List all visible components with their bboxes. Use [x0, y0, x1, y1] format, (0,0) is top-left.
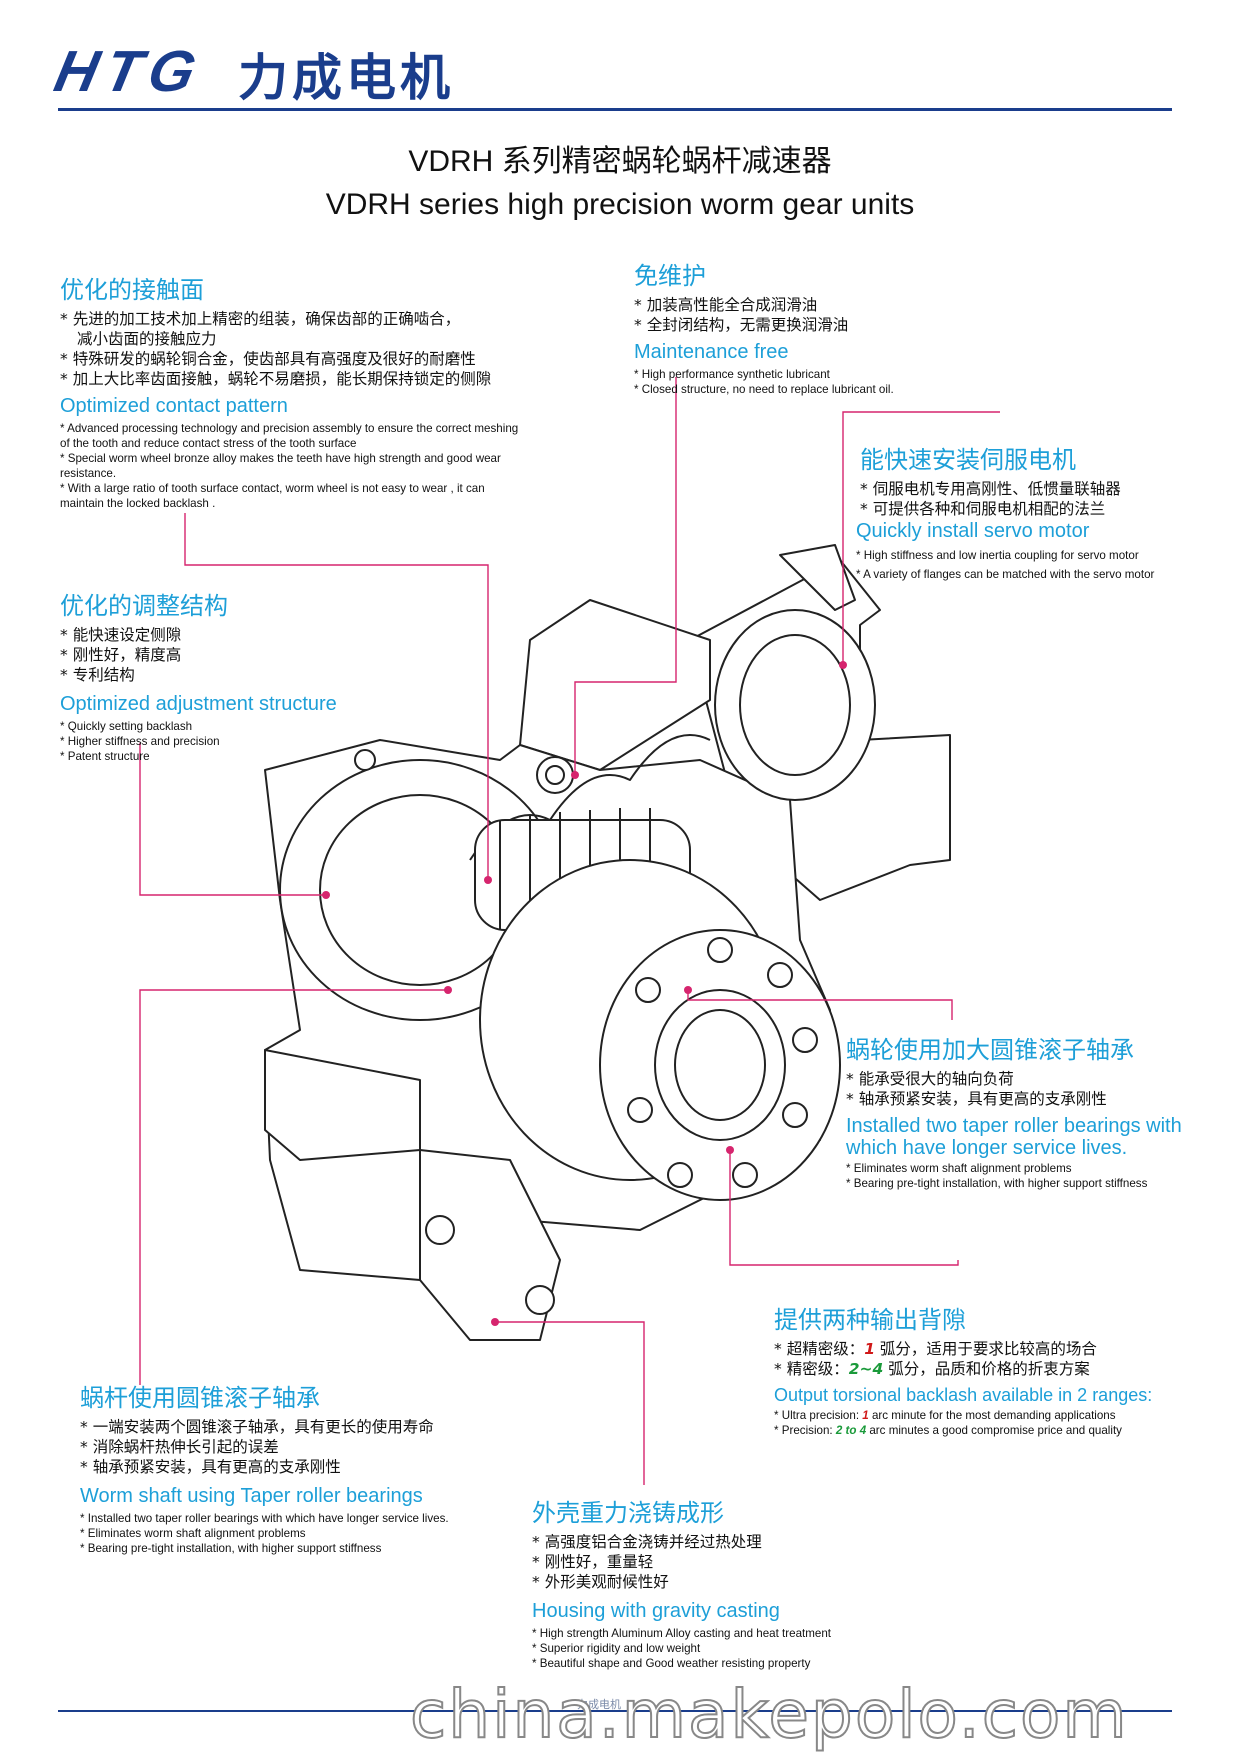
housing-en-list: High strength Aluminum Alloy casting and…	[532, 1626, 892, 1671]
list-item: 外形美观耐候性好	[532, 1572, 892, 1592]
servo-block: 能快速安装伺服电机 伺服电机专用高刚性、低惯量联轴器 可提供各种和伺服电机相配的…	[860, 440, 1190, 519]
list-item: Special worm wheel bronze alloy makes th…	[60, 451, 530, 481]
list-item: 轴承预紧安装，具有更高的支承刚性	[846, 1089, 1186, 1109]
maintenance-block: 免维护 加装高性能全合成润滑油 全封闭结构，无需更换润滑油 Maintenanc…	[634, 256, 954, 397]
list-item: Closed structure, no need to replace lub…	[634, 382, 954, 397]
worm-title-en: Worm shaft using Taper roller bearings	[80, 1485, 423, 1507]
backlash-block: 提供两种输出背隙 * 超精密级：1 弧分，适用于要求比较高的场合 * 精密级：2…	[774, 1300, 1194, 1438]
list-item: A variety of flanges can be matched with…	[856, 565, 1196, 584]
footer-rule	[58, 1710, 1172, 1712]
list-item: 全封闭结构，无需更换润滑油	[634, 315, 954, 335]
servo-en-list: High stiffness and low inertia coupling …	[856, 546, 1196, 584]
list-item: 消除蜗杆热伸长引起的误差	[80, 1437, 520, 1457]
list-item: Patent structure	[60, 749, 380, 764]
wheel-bearing-block: 蜗轮使用加大圆锥滚子轴承 能承受很大的轴向负荷 轴承预紧安装，具有更高的支承刚性…	[846, 1030, 1186, 1191]
list-item: Bearing pre-tight installation, with hig…	[80, 1541, 520, 1556]
header-rule	[58, 108, 1172, 111]
leader-dots	[322, 661, 847, 1326]
adjust-title-en: Optimized adjustment structure	[60, 693, 337, 715]
list-item: High stiffness and low inertia coupling …	[856, 546, 1196, 565]
maint-title-cn: 免维护	[634, 262, 706, 290]
wheel-title-en: Installed two taper roller bearings with…	[846, 1115, 1182, 1159]
footer-logo: 力成电机	[577, 1698, 621, 1711]
list-item: 加上大比率齿面接触，蜗轮不易磨损，能长期保持锁定的侧隙	[60, 369, 540, 389]
list-item: 专利结构	[60, 665, 380, 685]
list-item: Superior rigidity and low weight	[532, 1641, 892, 1656]
housing-title-en: Housing with gravity casting	[532, 1600, 780, 1622]
watermark: china.makepolo.com	[409, 1675, 1129, 1754]
page-title-en: VDRH series high precision worm gear uni…	[325, 188, 915, 221]
list-item: Quickly setting backlash	[60, 719, 380, 734]
contact-en-list: Advanced processing technology and preci…	[60, 421, 530, 511]
contact-cn-list: 先进的加工技术加上精密的组装，确保齿部的正确啮合，减小齿面的接触应力 特殊研发的…	[60, 309, 540, 389]
maint-en-list: High performance synthetic lubricant Clo…	[634, 367, 954, 397]
wheel-en-list: Eliminates worm shaft alignment problems…	[846, 1161, 1186, 1191]
list-item: 一端安装两个圆锥滚子轴承，具有更长的使用寿命	[80, 1417, 520, 1437]
wheel-cn-list: 能承受很大的轴向负荷 轴承预紧安装，具有更高的支承刚性	[846, 1069, 1186, 1109]
contact-title-en: Optimized contact pattern	[60, 395, 288, 417]
adjust-title-cn: 优化的调整结构	[60, 592, 228, 620]
list-item: High performance synthetic lubricant	[634, 367, 954, 382]
page-title-cn: VDRH 系列精密蜗轮蜗杆减速器	[408, 145, 832, 178]
list-item: Installed two taper roller bearings with…	[80, 1511, 520, 1526]
list-item: 能快速设定侧隙	[60, 625, 380, 645]
maint-cn-list: 加装高性能全合成润滑油 全封闭结构，无需更换润滑油	[634, 295, 954, 335]
servo-title-en: Quickly install servo motor	[856, 520, 1090, 542]
worm-bearing-block: 蜗杆使用圆锥滚子轴承 一端安装两个圆锥滚子轴承，具有更长的使用寿命 消除蜗杆热伸…	[80, 1378, 520, 1556]
list-item: Eliminates worm shaft alignment problems	[846, 1161, 1186, 1176]
housing-top-shape	[519, 599, 711, 771]
contact-title-cn: 优化的接触面	[60, 276, 204, 304]
list-item: Bearing pre-tight installation, with hig…	[846, 1176, 1186, 1191]
wheel-title-cn: 蜗轮使用加大圆锥滚子轴承	[846, 1036, 1134, 1064]
list-item: High strength Aluminum Alloy casting and…	[532, 1626, 892, 1641]
list-item: 伺服电机专用高刚性、低惯量联轴器	[860, 479, 1190, 499]
backlash-en-2: * Precision: 2 to 4 arc minutes a good c…	[774, 1424, 1122, 1437]
worm-en-list: Installed two taper roller bearings with…	[80, 1511, 520, 1556]
backlash-en-1: * Ultra precision: 1 arc minute for the …	[774, 1409, 1116, 1422]
list-item: Higher stiffness and precision	[60, 734, 380, 749]
list-item: Eliminates worm shaft alignment problems	[80, 1526, 520, 1541]
list-item: 轴承预紧安装，具有更高的支承刚性	[80, 1457, 520, 1477]
housing-title-cn: 外壳重力浇铸成形	[532, 1499, 724, 1527]
contact-pattern-block: 优化的接触面 先进的加工技术加上精密的组装，确保齿部的正确啮合，减小齿面的接触应…	[60, 270, 540, 511]
worm-cn-list: 一端安装两个圆锥滚子轴承，具有更长的使用寿命 消除蜗杆热伸长引起的误差 轴承预紧…	[80, 1417, 520, 1477]
list-item: 刚性好，精度高	[60, 645, 380, 665]
servo-en-block: Quickly install servo motor High stiffne…	[856, 520, 1196, 584]
leader-lines	[139, 377, 1000, 1485]
backlash-cn-1: * 超精密级：1 弧分，适用于要求比较高的场合	[774, 1340, 1097, 1358]
backlash-cn-2: * 精密级：2~4 弧分，品质和价格的折衷方案	[774, 1360, 1090, 1378]
adjust-cn-list: 能快速设定侧隙 刚性好，精度高 专利结构	[60, 625, 380, 685]
list-item: 特殊研发的蜗轮铜合金，使齿部具有高强度及很好的耐磨性	[60, 349, 540, 369]
list-item: Advanced processing technology and preci…	[60, 421, 530, 451]
list-item: 先进的加工技术加上精密的组装，确保齿部的正确啮合，减小齿面的接触应力	[60, 309, 540, 349]
backlash-title-en: Output torsional backlash available in 2…	[774, 1385, 1153, 1405]
adjustment-block: 优化的调整结构 能快速设定侧隙 刚性好，精度高 专利结构 Optimized a…	[60, 586, 380, 764]
list-item: 高强度铝合金浇铸并经过热处理	[532, 1532, 892, 1552]
servo-cn-list: 伺服电机专用高刚性、低惯量联轴器 可提供各种和伺服电机相配的法兰	[860, 479, 1190, 519]
backlash-title-cn: 提供两种输出背隙	[774, 1306, 966, 1334]
housing-cn-list: 高强度铝合金浇铸并经过热处理 刚性好，重量轻 外形美观耐候性好	[532, 1532, 892, 1592]
servo-title-cn: 能快速安装伺服电机	[860, 446, 1076, 474]
list-item: With a large ratio of tooth surface cont…	[60, 481, 530, 511]
worm-title-cn: 蜗杆使用圆锥滚子轴承	[80, 1384, 320, 1412]
adjust-en-list: Quickly setting backlash Higher stiffnes…	[60, 719, 380, 764]
list-item: 能承受很大的轴向负荷	[846, 1069, 1186, 1089]
list-item: 可提供各种和伺服电机相配的法兰	[860, 499, 1190, 519]
brand-name-cn: 力成电机	[238, 49, 454, 107]
list-item: 刚性好，重量轻	[532, 1552, 892, 1572]
housing-block: 外壳重力浇铸成形 高强度铝合金浇铸并经过热处理 刚性好，重量轻 外形美观耐候性好…	[532, 1493, 892, 1671]
maint-title-en: Maintenance free	[634, 341, 789, 363]
list-item: Beautiful shape and Good weather resisti…	[532, 1656, 892, 1671]
list-item: 加装高性能全合成润滑油	[634, 295, 954, 315]
